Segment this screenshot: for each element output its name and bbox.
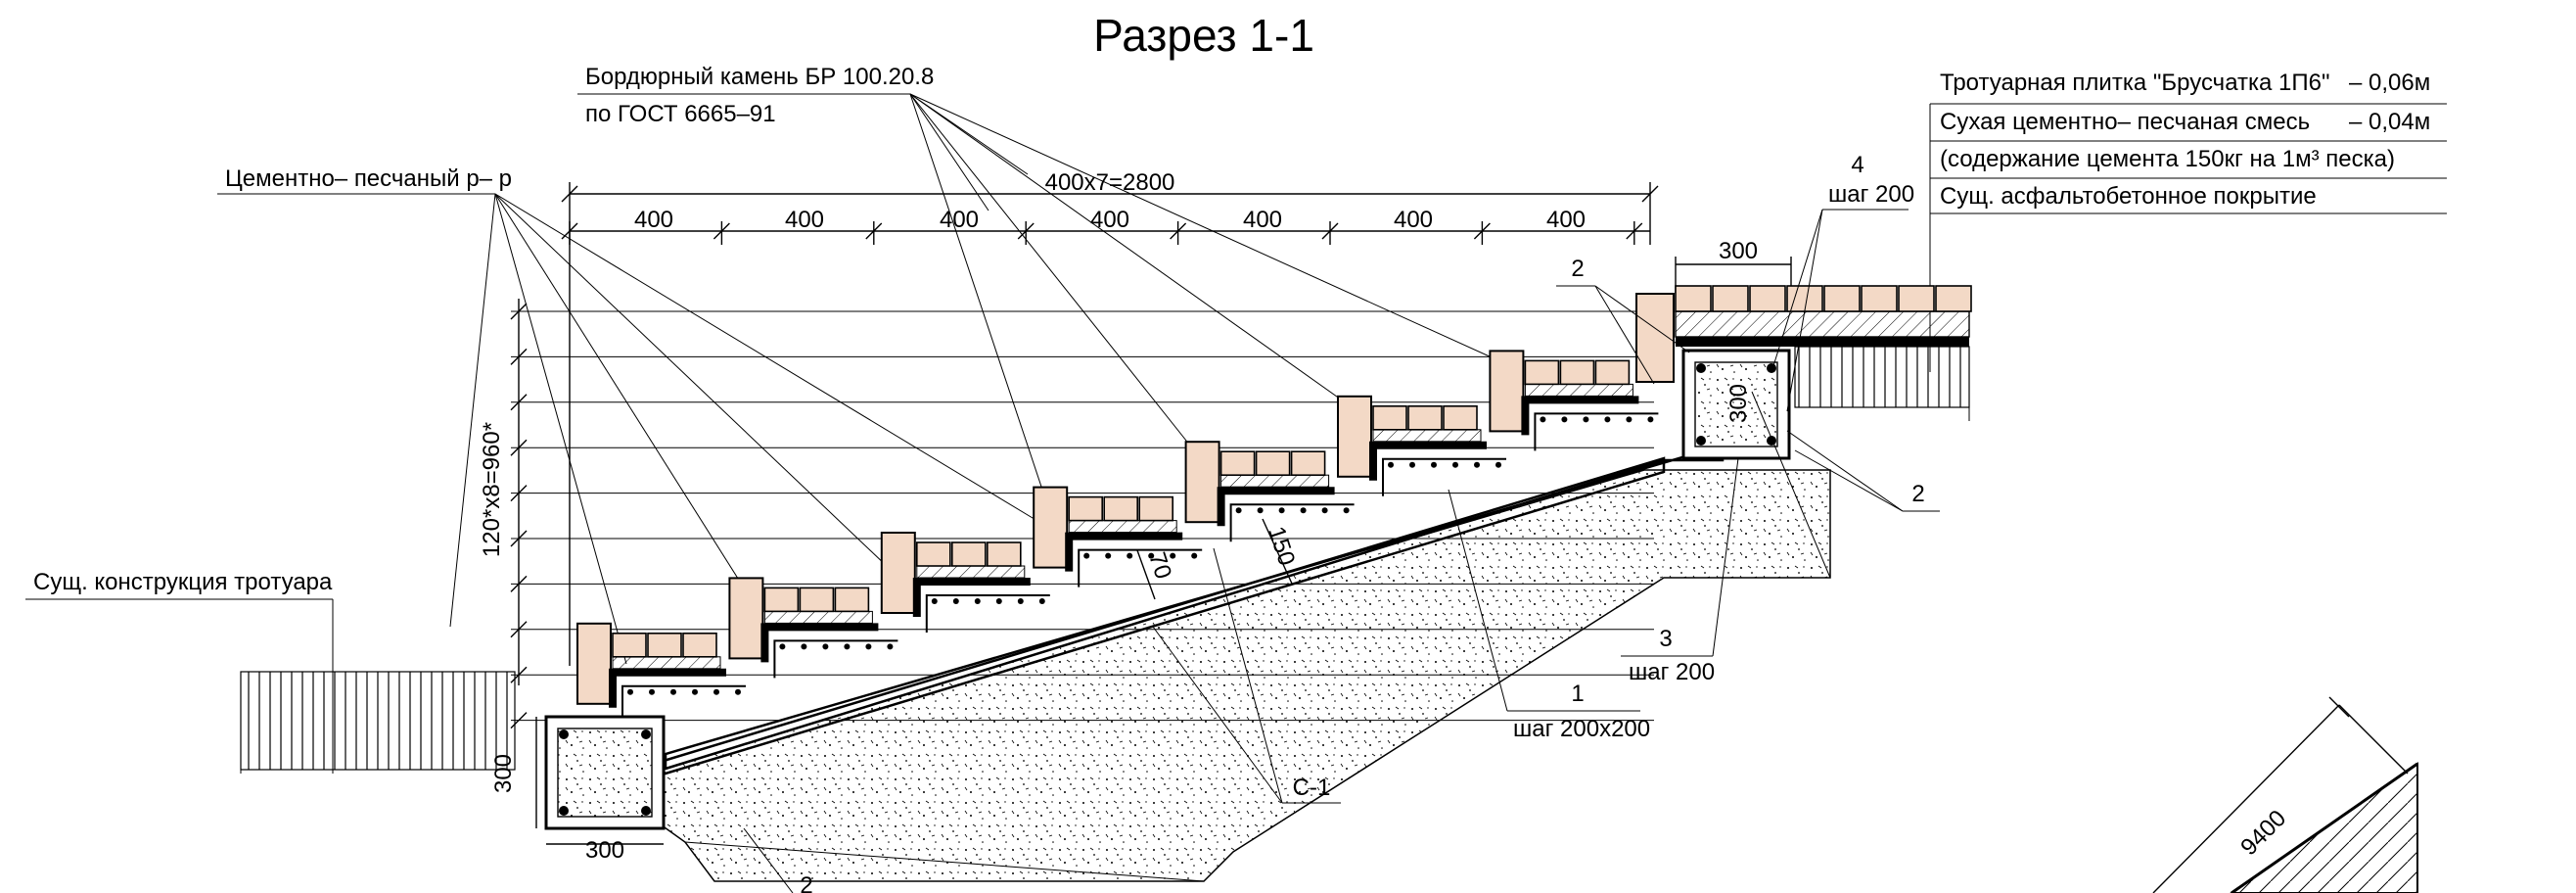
layer-sand-cement-thickness: – 0,04м [2349, 109, 2430, 135]
ramp-length: 9400 [2235, 805, 2291, 861]
vertical-dimension-text: 120*x8=960* [479, 422, 505, 557]
callout-2-top: 2 [1556, 256, 1690, 385]
top-beam: 300 300 [1675, 238, 1792, 460]
existing-sidewalk-label: Сущ. конструкция тротуара [33, 569, 333, 595]
top-landing [1635, 285, 1972, 579]
bottom-beam-width: 300 [585, 837, 624, 864]
callout-2-bottom: 2 [743, 827, 813, 893]
overall-dimension: 400x7=2800 [561, 169, 1659, 666]
cement-mortar-leaders [449, 193, 1038, 665]
svg-text:шаг 200: шаг 200 [1629, 659, 1715, 685]
step-width-4: 400 [1090, 207, 1129, 233]
section-title: Разрез 1-1 [1093, 10, 1314, 61]
step-width-2: 400 [785, 207, 824, 233]
callout-2-right: 2 [1786, 430, 1940, 512]
step-width-1: 400 [634, 207, 673, 233]
step-width-5: 400 [1243, 207, 1282, 233]
ramp-detail: 9400 [2152, 696, 2418, 893]
stair-steps [576, 350, 1659, 724]
svg-text:2: 2 [800, 872, 812, 893]
curb-stone-leaders [909, 93, 1503, 491]
svg-text:2: 2 [1571, 256, 1584, 282]
callout-3: 3 шаг 200 [1621, 457, 1739, 685]
step-width-6: 400 [1394, 207, 1433, 233]
svg-text:шаг 200: шаг 200 [1828, 181, 1914, 208]
svg-text:3: 3 [1659, 626, 1672, 652]
vertical-dimension: 120*x8=960* [479, 299, 528, 729]
svg-text:1: 1 [1571, 681, 1584, 707]
bottom-beam-height: 300 [490, 754, 517, 793]
layer-paving-tile-thickness: – 0,06м [2349, 70, 2430, 96]
layer-existing-asphalt: Сущ. асфальтобетонное покрытие [1940, 183, 2317, 210]
svg-text:2: 2 [1911, 481, 1924, 507]
svg-text:С-1: С-1 [1293, 775, 1331, 801]
step-dimensions: 400 400 400 400 400 400 400 [561, 207, 1650, 245]
layer-sand-cement-note: (содержание цемента 150кг на 1м³ песка) [1940, 146, 2395, 172]
callout-4: 4 шаг 200 [1771, 152, 1914, 412]
top-beam-width: 300 [1719, 238, 1758, 264]
callout-c1: С-1 [1152, 547, 1341, 804]
step-width-3: 400 [940, 207, 979, 233]
svg-text:4: 4 [1851, 152, 1863, 178]
cement-mortar-label: Цементно– песчаный р– р [225, 165, 512, 192]
layer-sand-cement: Сухая цементно– песчаная смесь [1940, 109, 2310, 135]
svg-text:шаг 200x200: шаг 200x200 [1513, 716, 1650, 742]
top-beam-height: 300 [1725, 384, 1752, 423]
layer-paving-tile: Тротуарная плитка "Брусчатка 1П6" [1940, 70, 2330, 96]
callout-1: 1 шаг 200x200 [1448, 489, 1650, 742]
curb-stone-label: Бордюрный камень БР 100.20.8 [585, 64, 934, 90]
existing-sidewalk-left [240, 671, 516, 771]
step-width-7: 400 [1546, 207, 1586, 233]
layer-legend: Тротуарная плитка "Брусчатка 1П6" – 0,06… [1929, 70, 2447, 372]
curb-stone-standard: по ГОСТ 6665–91 [585, 101, 776, 127]
overall-dimension-text: 400x7=2800 [1045, 169, 1175, 196]
bottom-beam: 300 300 [490, 715, 666, 864]
